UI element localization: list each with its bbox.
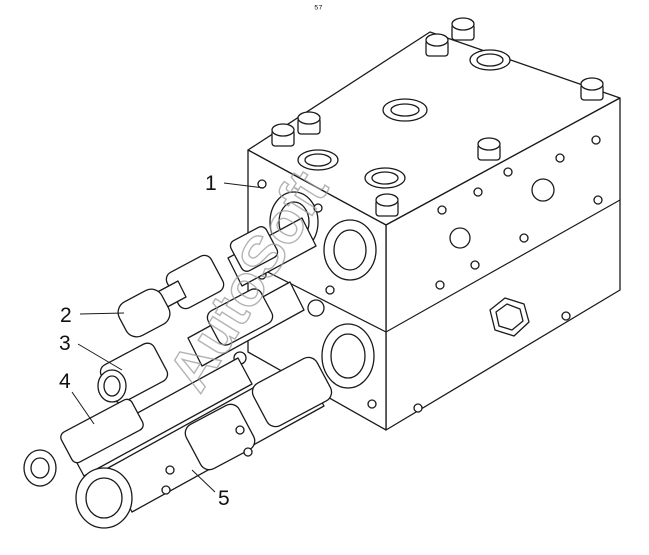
bolt-head bbox=[297, 111, 321, 135]
top-mark: ⁵⁷ bbox=[314, 3, 323, 15]
callout-5-leader bbox=[191, 469, 216, 493]
sleeve-port-hole bbox=[235, 425, 245, 435]
sleeve-port-hole bbox=[243, 447, 253, 457]
callout-1: 1 bbox=[205, 172, 217, 195]
mounting-hole bbox=[435, 280, 445, 290]
mounting-hole bbox=[591, 135, 601, 145]
bolt-head bbox=[477, 137, 501, 161]
bolt-head bbox=[271, 123, 295, 147]
callout-3-leader bbox=[77, 343, 123, 371]
spool-bore-inner bbox=[330, 333, 366, 379]
mounting-hole bbox=[313, 203, 323, 213]
bolt-head bbox=[580, 77, 604, 101]
mounting-hole bbox=[437, 205, 447, 215]
large-sleeve-land bbox=[184, 403, 256, 471]
side-port-hole bbox=[449, 227, 471, 249]
top-port-oring-inner bbox=[476, 53, 504, 67]
mounting-hole bbox=[367, 399, 377, 409]
mounting-hole bbox=[503, 167, 513, 177]
spool-bore-inner bbox=[333, 229, 367, 271]
callout-4-leader bbox=[71, 391, 95, 425]
large-sleeve-bore-inner bbox=[85, 477, 123, 519]
callout-2-leader bbox=[79, 312, 125, 315]
side-port-hole bbox=[531, 178, 555, 202]
upper-spool-assembly bbox=[117, 217, 317, 338]
mounting-hole bbox=[519, 233, 529, 243]
mounting-hole bbox=[473, 187, 483, 197]
top-port-oring-inner bbox=[371, 171, 399, 185]
plunger-rod bbox=[69, 357, 253, 477]
lower-plunger-assembly bbox=[23, 357, 253, 487]
sleeve-land bbox=[206, 288, 274, 346]
bolt-head bbox=[375, 193, 399, 217]
mounting-hole bbox=[413, 403, 423, 413]
large-sleeve-assembly bbox=[75, 356, 333, 529]
bolt-head bbox=[425, 33, 449, 57]
mounting-hole bbox=[257, 179, 267, 189]
bolt-head bbox=[451, 17, 475, 41]
callout-1-leader bbox=[223, 182, 265, 189]
top-port-oring-inner bbox=[304, 153, 332, 167]
callout-5: 5 bbox=[218, 487, 230, 510]
callout-2: 2 bbox=[60, 304, 72, 327]
mounting-hole bbox=[593, 195, 603, 205]
sleeve-port-hole bbox=[161, 485, 171, 495]
spool-end-cap bbox=[117, 288, 171, 338]
mounting-hole bbox=[561, 311, 571, 321]
spool-land bbox=[229, 226, 279, 272]
callout-4: 4 bbox=[59, 370, 71, 393]
top-port-oring-inner bbox=[390, 103, 420, 117]
sleeve-bore-inner bbox=[103, 375, 121, 397]
plunger-land bbox=[60, 398, 144, 464]
mounting-hole bbox=[325, 285, 335, 295]
small-ball bbox=[307, 299, 325, 317]
block-split-line bbox=[247, 199, 621, 333]
mounting-hole bbox=[555, 153, 565, 163]
large-sleeve-land bbox=[251, 356, 333, 428]
plunger-end-inner bbox=[30, 457, 50, 479]
hex-plug-inner bbox=[495, 303, 524, 331]
mounting-hole bbox=[470, 260, 480, 270]
sleeve-port-hole bbox=[165, 465, 175, 475]
callout-3: 3 bbox=[59, 332, 71, 355]
middle-sleeve-assembly bbox=[97, 281, 325, 404]
